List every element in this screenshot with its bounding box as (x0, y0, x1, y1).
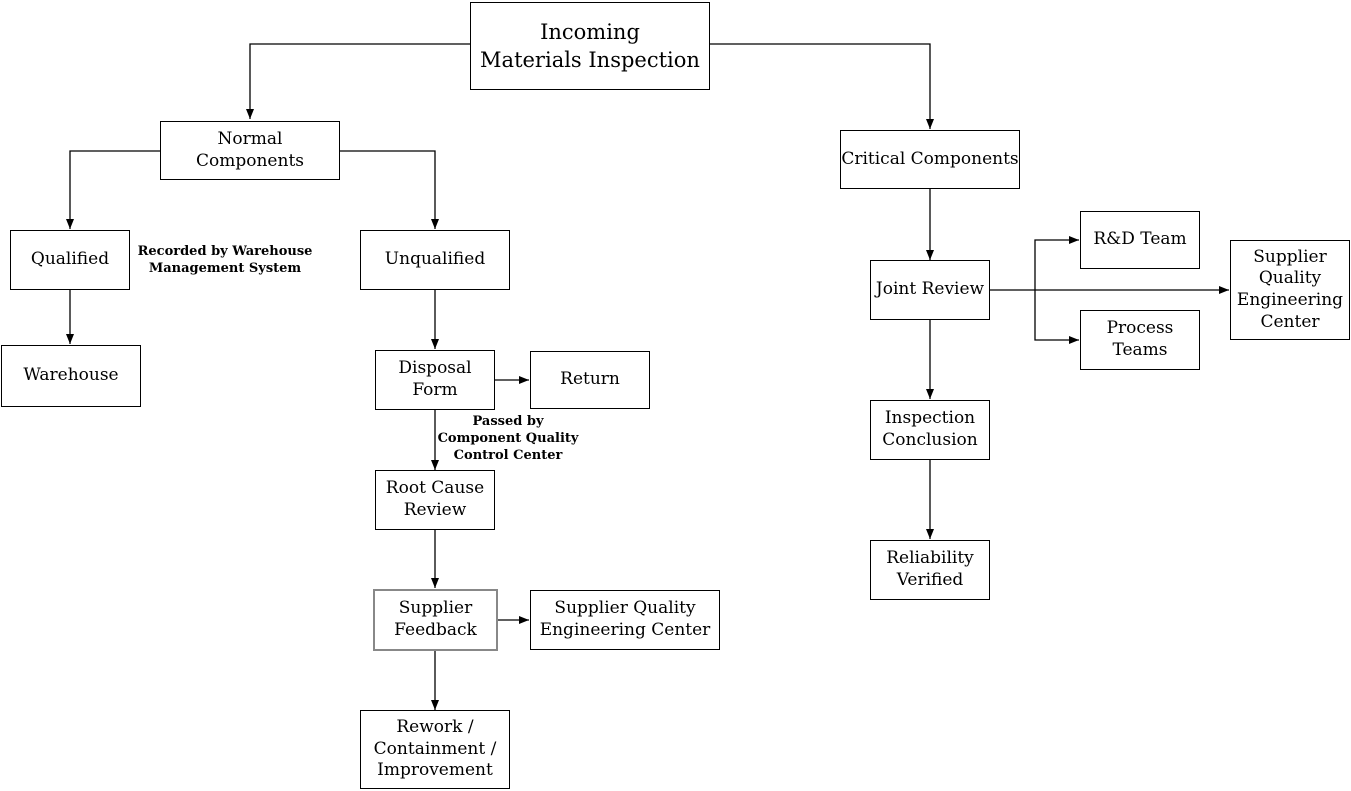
node-return[interactable]: Return (530, 351, 650, 409)
node-warehouse[interactable]: Warehouse (1, 345, 141, 407)
edge-jointreview-processteams (1034, 290, 1079, 344)
edge-incoming-critical (710, 43, 934, 129)
node-rework-containment-improvement[interactable]: Rework / Containment / Improvement (360, 710, 510, 789)
node-root-cause-review[interactable]: Root Cause Review (375, 470, 495, 530)
node-rnd-team[interactable]: R&D Team (1080, 211, 1200, 269)
node-reliability-verified[interactable]: Reliability Verified (870, 540, 990, 600)
node-supplier-quality-engineering-center-right[interactable]: Supplier Quality Engineering Center (1230, 240, 1350, 340)
node-supplier-feedback[interactable]: Supplier Feedback (373, 589, 498, 651)
node-critical-components[interactable]: Critical Components (840, 130, 1020, 189)
edge-incoming-normal (246, 43, 470, 119)
edge-jointreview-rndteam (1034, 236, 1079, 290)
annotation-passed-by-cqcc: Passed by Component Quality Control Cent… (437, 414, 579, 463)
node-unqualified[interactable]: Unqualified (360, 230, 510, 290)
edge-normal-unqualified (340, 150, 439, 229)
node-joint-review[interactable]: Joint Review (870, 260, 990, 320)
node-supplier-quality-engineering-center-mid[interactable]: Supplier Quality Engineering Center (530, 590, 720, 650)
node-process-teams[interactable]: Process Teams (1080, 310, 1200, 370)
annotation-recorded-by-warehouse: Recorded by Warehouse Management System (137, 244, 313, 276)
node-incoming-materials-inspection[interactable]: Incoming Materials Inspection (470, 2, 710, 90)
edge-normal-qualified (66, 150, 160, 229)
node-disposal-form[interactable]: Disposal Form (375, 350, 495, 410)
node-normal-components[interactable]: Normal Components (160, 121, 340, 180)
node-inspection-conclusion[interactable]: Inspection Conclusion (870, 400, 990, 460)
node-qualified[interactable]: Qualified (10, 230, 130, 290)
